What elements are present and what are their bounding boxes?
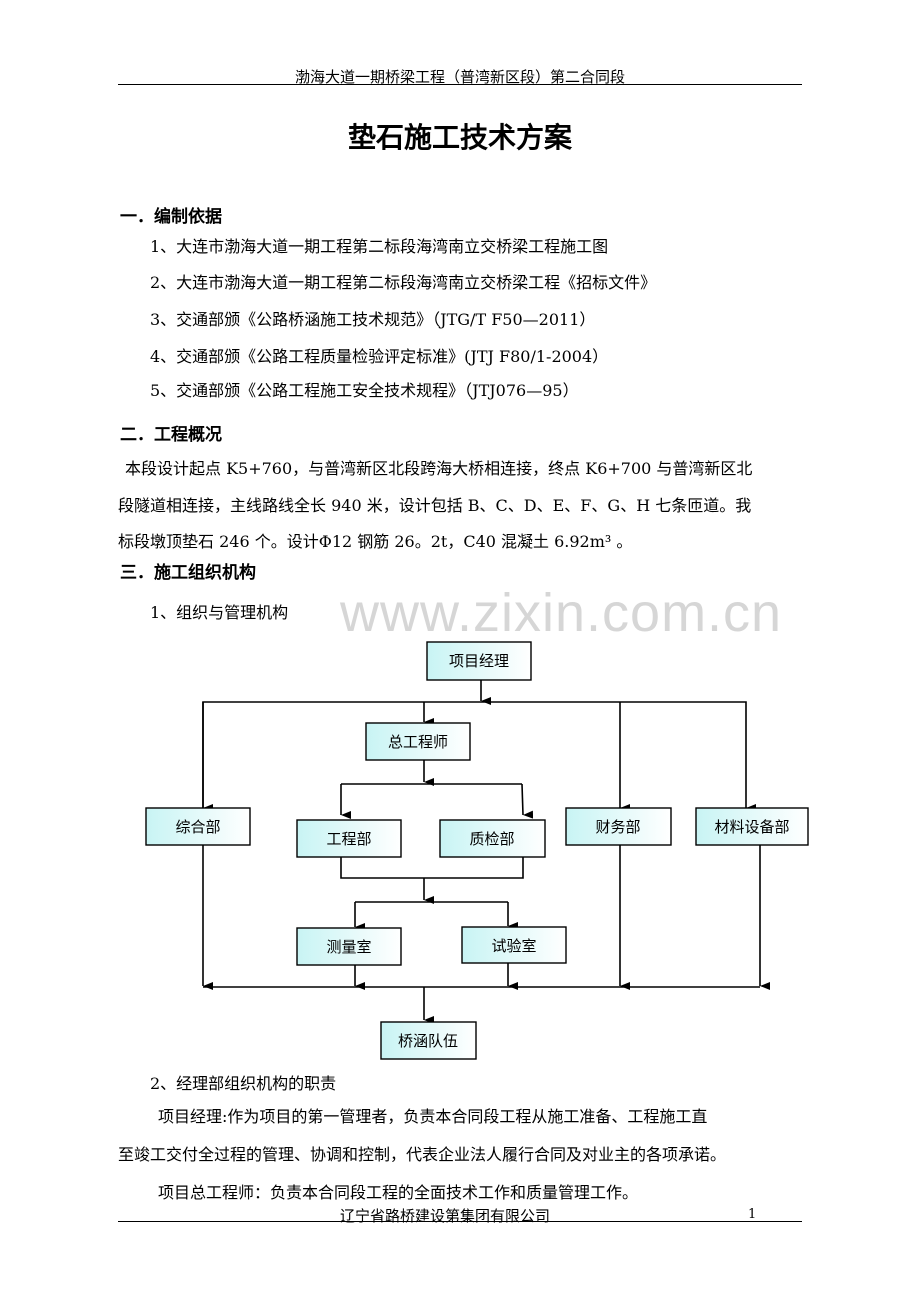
running-header: 渤海大道一期桥梁工程（普湾新区段）第二合同段	[294, 68, 625, 86]
list-item: 3、交通部颁《公路桥涵施工技术规范》（JTG/T F50—2011）	[150, 310, 596, 329]
org-label: 桥涵队伍	[398, 1032, 458, 1050]
org-label: 总工程师	[388, 733, 448, 751]
org-box-bridge-team	[380, 1021, 477, 1060]
section-heading: 一．编制依据	[120, 207, 222, 227]
subheading: 1、组织与管理机构	[150, 603, 289, 622]
org-box-qc-dept	[439, 819, 546, 858]
list-item: 5、交通部颁《公路工程施工安全技术规程》（JTJ076—95）	[150, 381, 579, 400]
org-box-finance-dept	[565, 807, 672, 846]
org-label: 项目经理	[449, 652, 509, 670]
list-item: 2、大连市渤海大道一期工程第二标段海湾南立交桥梁工程《招标文件》	[150, 273, 657, 292]
header-rule	[118, 84, 802, 85]
org-box-lab	[461, 926, 567, 964]
section-heading: 二．工程概况	[120, 425, 222, 445]
subheading: 2、经理部组织机构的职责	[150, 1074, 337, 1093]
paragraph-line: 至竣工交付全过程的管理、协调和控制，代表企业法人履行合同及对业主的各项承诺。	[118, 1145, 727, 1164]
org-box-survey-room	[296, 927, 402, 966]
org-label: 财务部	[595, 818, 640, 836]
paragraph-line: 本段设计起点 K5+760，与普湾新区北段跨海大桥相连接，终点 K6+700 与…	[125, 459, 753, 478]
list-item: 4、交通部颁《公路工程质量检验评定标准》(JTJ F80/1-2004）	[150, 347, 609, 366]
org-box-material-dept	[695, 807, 809, 846]
org-label: 测量室	[326, 938, 371, 956]
org-label: 质检部	[469, 830, 514, 848]
paragraph-line: 段隧道相连接，主线路线全长 940 米，设计包括 B、C、D、E、F、G、H 七…	[118, 496, 752, 515]
paragraph-line: 项目总工程师：负责本合同段工程的全面技术工作和质量管理工作。	[158, 1183, 639, 1202]
list-item: 1、大连市渤海大道一期工程第二标段海湾南立交桥梁工程施工图	[150, 237, 609, 256]
paragraph-line: 项目经理:作为项目的第一管理者，负责本合同段工程从施工准备、工程施工直	[158, 1107, 708, 1126]
org-label: 工程部	[326, 830, 371, 848]
paragraph-line: 标段墩顶垫石 246 个。设计Φ12 钢筋 26。2t，C40 混凝土 6.92…	[118, 532, 633, 551]
org-box-engineering-dept	[296, 819, 402, 858]
footer-rule	[118, 1221, 802, 1222]
org-box-chief-engineer	[365, 722, 471, 761]
org-label: 材料设备部	[714, 818, 789, 836]
org-box-general-dept	[145, 807, 251, 846]
section-heading: 三．施工组织机构	[120, 563, 256, 583]
org-box-project-manager	[426, 641, 532, 681]
org-label: 综合部	[175, 818, 220, 836]
org-label: 试验室	[491, 937, 536, 955]
watermark: www.zixin.com.cn	[340, 583, 783, 643]
page-number: 1	[748, 1207, 757, 1222]
document-title: 垫石施工技术方案	[347, 121, 572, 154]
footer-company: 辽宁省路桥建设第集团有限公司	[340, 1207, 551, 1225]
